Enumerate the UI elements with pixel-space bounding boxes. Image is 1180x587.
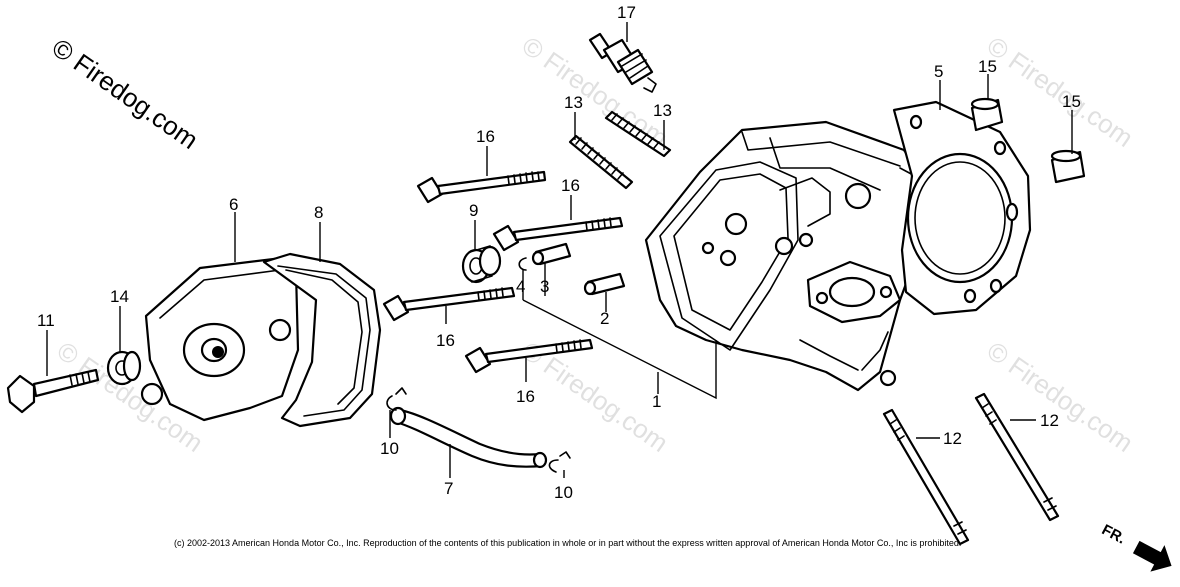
front-arrow-icon [1132, 540, 1172, 572]
head-cover [140, 256, 300, 422]
callout-5: 5 [934, 62, 943, 81]
bolt-16-top [416, 170, 547, 204]
callout-12-left: 12 [943, 429, 962, 448]
bolt-16-bottom [464, 338, 594, 374]
callout-16-top: 16 [476, 127, 495, 146]
callout-6: 6 [229, 195, 238, 214]
stud-13-left [568, 134, 634, 190]
tube-clamp-upper [386, 387, 407, 411]
stud-12-left [882, 408, 970, 546]
spark-plug [588, 32, 657, 93]
watermark-text: © Firedog.com [982, 30, 1139, 153]
copyright-notice: (c) 2002-2013 American Honda Motor Co., … [174, 538, 961, 548]
callout-9: 9 [469, 201, 478, 220]
callout-3: 3 [540, 277, 549, 296]
watermark-main: © Firedog.com [47, 32, 204, 155]
valve-guide-3 [531, 242, 572, 266]
valve-seal [461, 245, 502, 284]
valve-guide-2 [583, 272, 626, 296]
breather-tube [389, 406, 548, 469]
stud-13-right [604, 110, 672, 158]
callout-10-upper: 10 [380, 439, 399, 458]
callout-7: 7 [444, 479, 453, 498]
dowel-pin-15-right [1050, 149, 1086, 184]
bolt-11 [6, 368, 100, 414]
callout-labels: 17 13 13 16 16 9 5 15 15 6 8 14 11 4 3 2… [37, 3, 1081, 502]
callout-2: 2 [600, 309, 609, 328]
washer-14 [106, 350, 142, 386]
callout-16-bottom: 16 [516, 387, 535, 406]
dowel-pin-15-left [970, 97, 1004, 132]
tube-clamp-lower [548, 451, 571, 473]
callout-10-lower: 10 [554, 483, 573, 502]
front-label: FR. [1099, 521, 1128, 547]
front-indicator: FR. [1099, 521, 1172, 572]
head-cover-gasket [262, 252, 382, 428]
bolt-16-mid [492, 216, 624, 252]
clip [518, 257, 527, 271]
leader-lines [46, 22, 1073, 478]
callout-13-left: 13 [564, 93, 583, 112]
head-gasket [892, 100, 1032, 316]
callout-17: 17 [617, 3, 636, 22]
callout-14: 14 [110, 287, 129, 306]
callout-11: 11 [37, 311, 55, 330]
callout-16-lower: 16 [436, 331, 455, 350]
callout-16-mid: 16 [561, 176, 580, 195]
callout-4: 4 [516, 277, 525, 296]
callout-13-right: 13 [653, 101, 672, 120]
callout-1: 1 [652, 392, 661, 411]
cylinder-head [644, 120, 931, 392]
callout-15-left: 15 [978, 57, 997, 76]
bolt-16-lower [382, 286, 516, 322]
callout-15-right: 15 [1062, 92, 1081, 111]
stud-12-right [974, 392, 1060, 522]
callout-8: 8 [314, 203, 323, 222]
callout-12-right: 12 [1040, 411, 1059, 430]
